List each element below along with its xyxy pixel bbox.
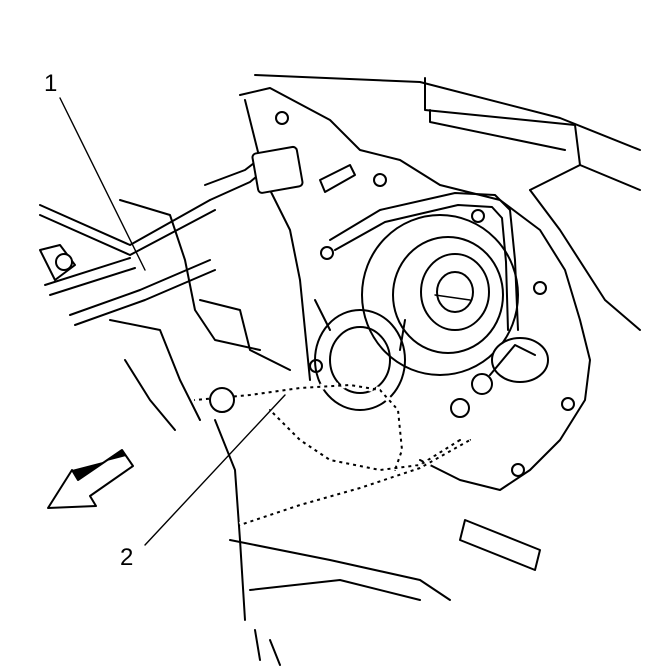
bolt-right — [533, 281, 547, 295]
callout-1-label: 1 — [44, 70, 58, 97]
wiring-harness — [194, 381, 472, 528]
bolt-upper-mid — [373, 173, 387, 187]
central-housing — [361, 214, 519, 376]
speed-sensor — [471, 337, 549, 395]
harness-connector-right — [450, 398, 470, 418]
bolt-left — [320, 246, 334, 260]
bolt-top — [275, 111, 289, 125]
rear-cover-plate — [239, 87, 591, 491]
transmission-cooler-lines — [204, 145, 519, 331]
bolt-lower-right — [561, 397, 575, 411]
lower-frame — [229, 519, 541, 666]
callout-2-label: 2 — [120, 544, 134, 571]
bolt-upper-right — [471, 209, 485, 223]
lower-round-housing — [314, 299, 406, 411]
bolt-bottom — [511, 463, 525, 477]
callout-1-leader — [59, 97, 146, 271]
connector-top — [251, 145, 304, 194]
harness-connector-left — [209, 387, 235, 413]
front-direction-arrow-icon — [47, 449, 134, 509]
fuel-lines — [39, 199, 216, 326]
upper-body-panel — [254, 74, 641, 331]
callout-2-leader — [144, 394, 286, 546]
engine-block-left — [109, 199, 291, 621]
